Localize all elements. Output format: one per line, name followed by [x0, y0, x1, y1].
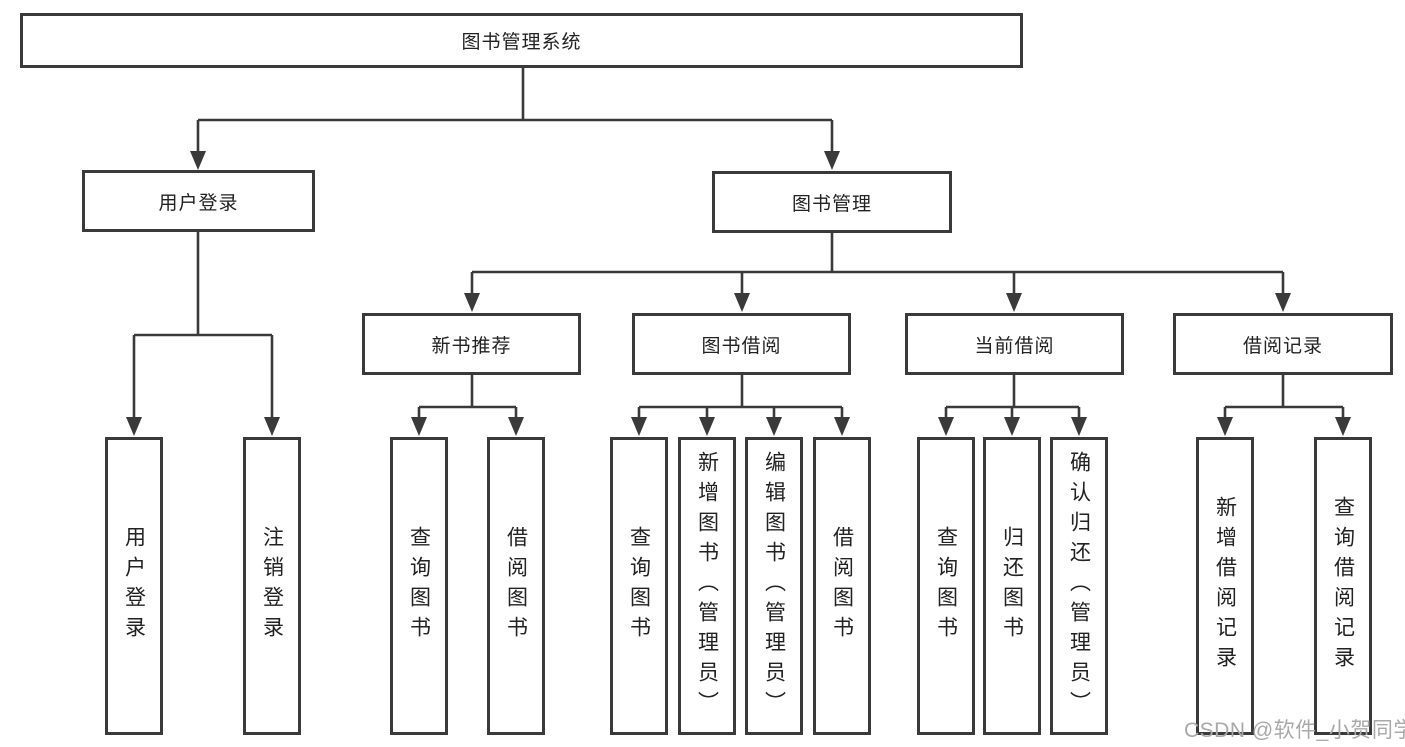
- connector-borrow-record-children: [1223, 375, 1345, 420]
- node-label: 用户登录: [122, 526, 146, 646]
- connector-root-to-level2: [196, 68, 834, 153]
- node-label: 确认归还（管理员）: [1067, 451, 1091, 721]
- node-label: 新增借阅记录: [1213, 496, 1237, 676]
- leaf-return-books: 归还图书: [983, 437, 1041, 735]
- node-label: 查询借阅记录: [1331, 496, 1355, 676]
- leaf-confirm-return-admin: 确认归还（管理员）: [1050, 437, 1108, 735]
- arrowhead-icon: [631, 417, 647, 436]
- node-label: 图书借阅: [701, 335, 782, 357]
- arrowhead-icon: [1006, 293, 1022, 312]
- arrowhead-icon: [464, 293, 480, 312]
- leaf-add-borrow-record: 新增借阅记录: [1196, 437, 1254, 735]
- node-new-book-recommend: 新书推荐: [362, 313, 581, 375]
- node-library-system: 图书管理系统: [20, 13, 1023, 68]
- arrowhead-icon: [834, 417, 850, 436]
- leaf-query-books-1: 查询图书: [390, 437, 448, 735]
- leaf-query-borrow-record: 查询借阅记录: [1314, 437, 1372, 735]
- leaf-logout: 注销登录: [243, 437, 301, 735]
- arrowhead-icon: [264, 417, 280, 436]
- node-current-borrow: 当前借阅: [905, 313, 1124, 375]
- node-label: 用户登录: [158, 192, 239, 214]
- node-label: 查询图书: [627, 526, 651, 646]
- node-label: 借阅记录: [1242, 335, 1323, 357]
- node-user-login: 用户登录: [82, 170, 315, 232]
- arrowhead-icon: [1275, 293, 1291, 312]
- node-book-management: 图书管理: [712, 171, 952, 233]
- node-label: 注销登录: [260, 526, 284, 646]
- node-label: 编辑图书（管理员）: [762, 451, 786, 721]
- arrowhead-icon: [824, 151, 840, 170]
- arrowhead-icon: [1071, 417, 1087, 436]
- connector-current-borrow-children: [944, 375, 1081, 420]
- node-book-borrow: 图书借阅: [632, 313, 851, 375]
- arrowhead-icon: [734, 293, 750, 312]
- arrowheads: [126, 151, 1351, 436]
- node-label: 查询图书: [934, 526, 958, 646]
- node-label: 图书管理系统: [461, 32, 582, 53]
- leaf-query-books-3: 查询图书: [917, 437, 975, 735]
- node-label: 归还图书: [1000, 526, 1024, 646]
- leaf-add-books-admin: 新增图书（管理员）: [678, 437, 736, 735]
- csdn-watermark: CSDN @软件_小贺同学: [1184, 719, 1405, 742]
- leaf-borrow-books-1: 借阅图书: [487, 437, 545, 735]
- arrowhead-icon: [126, 417, 142, 436]
- connector-new-book-children: [417, 375, 518, 420]
- arrowhead-icon: [1335, 417, 1351, 436]
- arrowhead-icon: [411, 417, 427, 436]
- arrowhead-icon: [190, 151, 206, 170]
- node-label: 新书推荐: [431, 335, 512, 357]
- connector-paths: [132, 68, 1345, 420]
- leaf-borrow-books-2: 借阅图书: [813, 437, 871, 735]
- node-borrow-record: 借阅记录: [1173, 313, 1393, 375]
- arrowhead-icon: [1004, 417, 1020, 436]
- arrowhead-icon: [699, 417, 715, 436]
- leaf-query-books-2: 查询图书: [610, 437, 668, 735]
- connector-user-login-children: [132, 232, 274, 419]
- arrowhead-icon: [508, 417, 524, 436]
- leaf-edit-books-admin: 编辑图书（管理员）: [745, 437, 803, 735]
- node-label: 借阅图书: [504, 526, 528, 646]
- node-label: 新增图书（管理员）: [695, 451, 719, 721]
- node-label: 图书管理: [791, 193, 872, 215]
- connector-book-borrow-children: [637, 375, 844, 420]
- node-label: 借阅图书: [830, 526, 854, 646]
- node-label: 当前借阅: [974, 335, 1055, 357]
- arrowhead-icon: [766, 417, 782, 436]
- leaf-user-login: 用户登录: [105, 437, 163, 735]
- arrowhead-icon: [938, 417, 954, 436]
- node-label: 查询图书: [407, 526, 431, 646]
- arrowhead-icon: [1217, 417, 1233, 436]
- connector-book-mgmt-children: [470, 233, 1285, 296]
